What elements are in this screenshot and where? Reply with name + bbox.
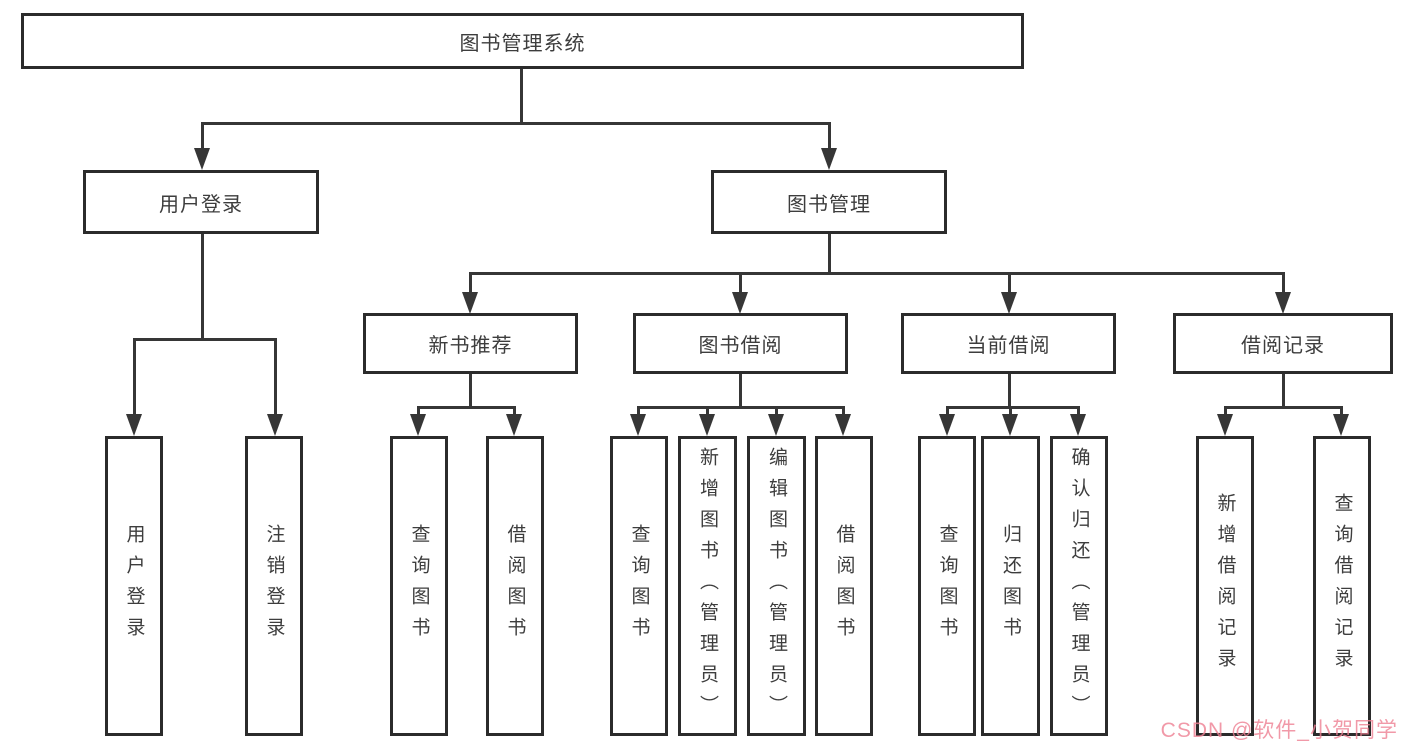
node-label: 图书管理系统 [459,32,586,55]
arrow-down-icon [506,414,522,436]
node-label: 查询借阅记录 [1331,493,1353,679]
arrow-down-icon [1070,414,1086,436]
leaf-node-add-borrow-record: 新增借阅记录 [1196,436,1254,736]
node-label: 借阅记录 [1241,335,1325,357]
connector-line [775,406,778,414]
connector-line [1008,374,1011,407]
connector-line [1077,406,1080,414]
connector-line [842,406,845,414]
arrow-down-icon [410,414,426,436]
submodule-node-new-book-recommend: 新书推荐 [363,313,578,374]
leaf-node-add-book-admin: 新增图书（管理员） [678,436,737,736]
leaf-node-borrow-books-2: 借阅图书 [815,436,873,736]
leaf-node-user-login: 用户登录 [105,436,163,736]
arrow-down-icon [267,414,283,436]
node-label: 编辑图书（管理员） [766,446,787,726]
arrow-down-icon [1275,292,1291,314]
leaf-node-borrow-books-1: 借阅图书 [486,436,544,736]
connector-line [417,406,516,409]
connector-line [739,272,742,292]
arrow-down-icon [462,292,478,314]
arrow-down-icon [939,414,955,436]
connector-line [637,406,845,409]
submodule-node-current-borrow: 当前借阅 [901,313,1116,374]
node-label: 图书管理 [787,193,871,216]
root-node-library-system: 图书管理系统 [21,13,1024,69]
arrow-down-icon [126,414,142,436]
node-label: 当前借阅 [966,335,1051,357]
node-label: 图书借阅 [698,335,783,357]
connector-line [274,338,277,414]
arrow-down-icon [835,414,851,436]
connector-line [1224,406,1227,414]
node-label: 查询图书 [408,524,430,648]
connector-line [1008,272,1011,292]
node-label: 注销登录 [263,524,285,648]
arrow-down-icon [1001,292,1017,314]
connector-line [739,374,742,407]
leaf-node-logout: 注销登录 [245,436,303,736]
arrow-down-icon [1333,414,1349,436]
connector-line [1282,272,1285,292]
connector-line [1009,406,1012,414]
watermark-csdn: CSDN @软件_小贺同学 [1160,719,1398,742]
connector-line [201,234,204,338]
connector-line [417,406,420,414]
node-label: 查询图书 [936,524,958,648]
arrow-down-icon [732,292,748,314]
connector-line [828,234,831,273]
connector-line [520,69,523,122]
node-label: 新书推荐 [428,335,513,357]
module-node-user-login: 用户登录 [83,170,319,234]
connector-line [133,338,277,341]
connector-line [706,406,709,414]
node-label: 查询图书 [628,524,650,648]
submodule-node-borrow-records: 借阅记录 [1173,313,1393,374]
connector-line [1224,406,1343,409]
connector-line [1282,374,1285,407]
node-label: 借阅图书 [833,524,855,648]
node-label: 新增图书（管理员） [697,446,718,726]
connector-line [1340,406,1343,414]
leaf-node-query-books-1: 查询图书 [390,436,448,736]
leaf-node-return-book: 归还图书 [981,436,1040,736]
leaf-node-query-borrow-record: 查询借阅记录 [1313,436,1371,736]
arrow-down-icon [768,414,784,436]
connector-line [469,272,472,292]
arrow-down-icon [699,414,715,436]
node-label: 用户登录 [123,524,145,648]
node-label: 确认归还（管理员） [1068,446,1090,726]
connector-line [513,406,516,414]
arrow-down-icon [1002,414,1018,436]
node-label: 用户登录 [159,193,243,216]
arrow-down-icon [194,148,210,170]
node-label: 借阅图书 [504,524,526,648]
module-node-book-management: 图书管理 [711,170,947,234]
leaf-node-query-books-2: 查询图书 [610,436,668,736]
connector-line [201,122,831,125]
node-label: 归还图书 [1000,524,1021,648]
connector-line [946,406,949,414]
connector-line [201,122,204,148]
node-label: 新增借阅记录 [1214,493,1236,679]
connector-line [469,374,472,407]
leaf-node-edit-book-admin: 编辑图书（管理员） [747,436,806,736]
connector-line [133,338,136,414]
connector-line [946,406,1080,409]
submodule-node-book-borrow: 图书借阅 [633,313,848,374]
connector-line [469,272,1285,275]
leaf-node-query-books-3: 查询图书 [918,436,976,736]
leaf-node-confirm-return-admin: 确认归还（管理员） [1050,436,1108,736]
arrow-down-icon [821,148,837,170]
connector-line [637,406,640,414]
arrow-down-icon [1217,414,1233,436]
arrow-down-icon [630,414,646,436]
connector-line [828,122,831,148]
